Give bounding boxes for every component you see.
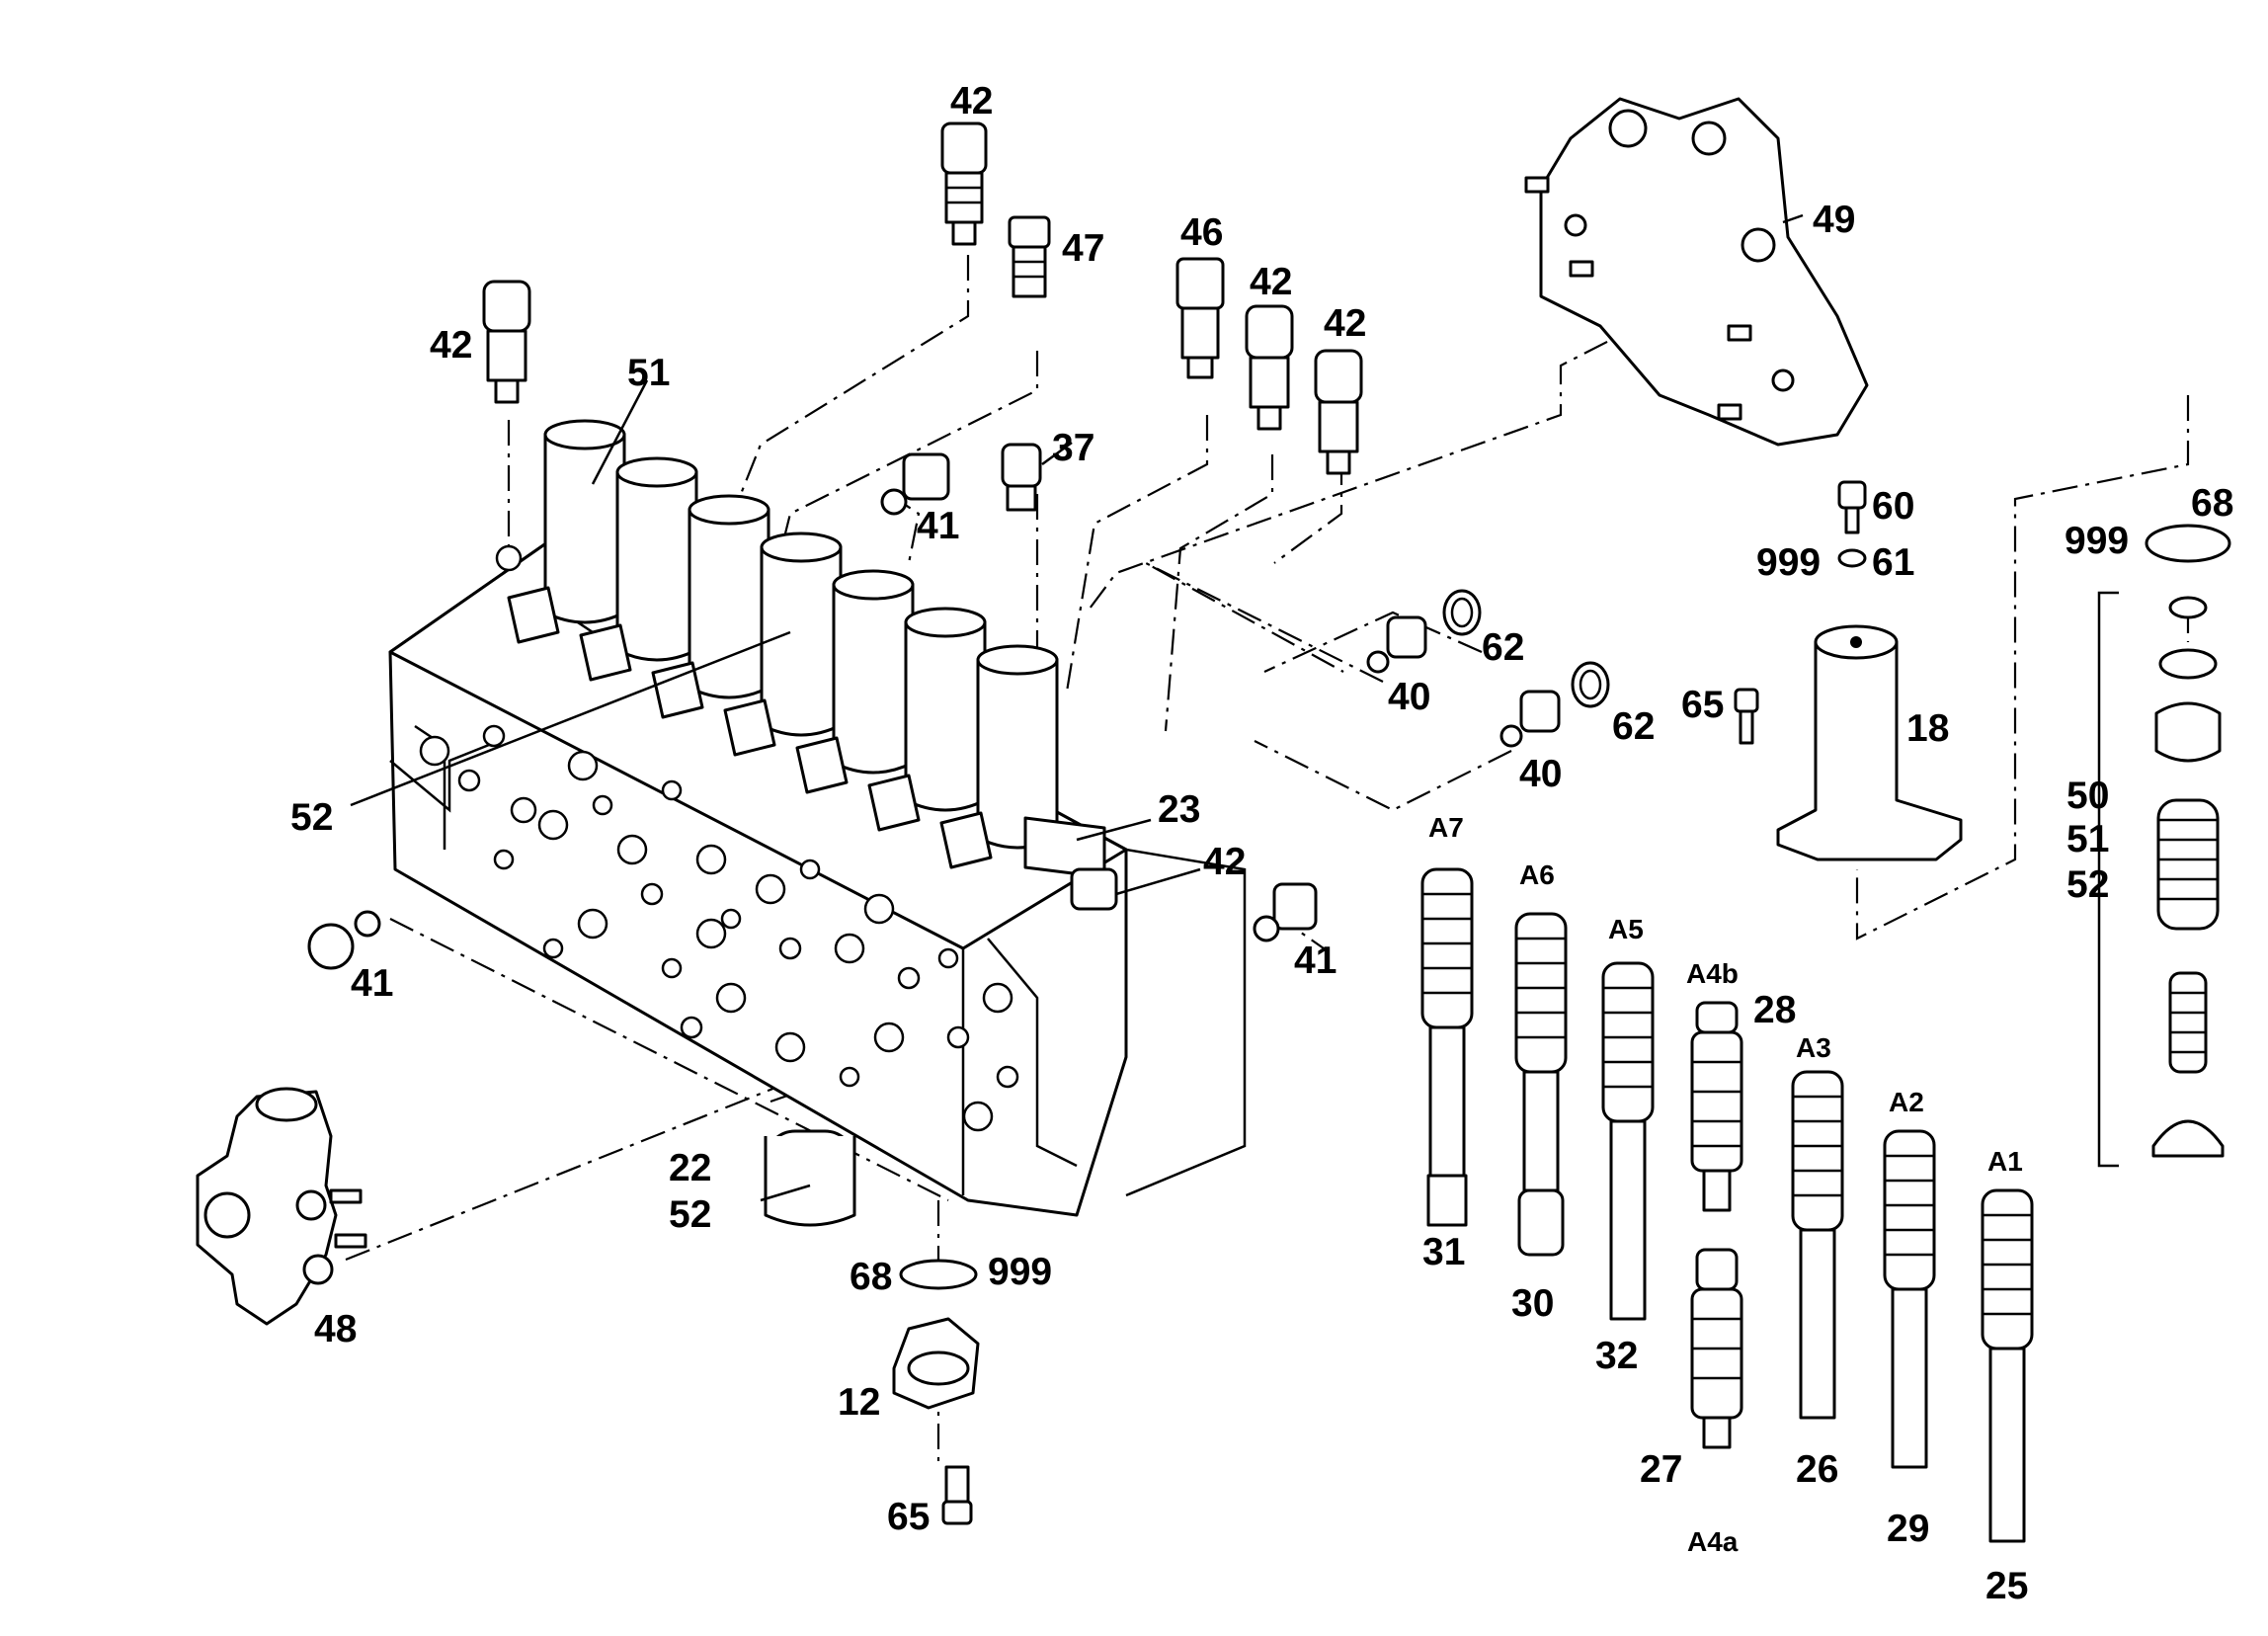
callout-27: 27 bbox=[1640, 1448, 1682, 1491]
callout-46: 46 bbox=[1180, 211, 1223, 254]
callout-41: 41 bbox=[917, 505, 959, 547]
small-hardware bbox=[1366, 480, 1867, 748]
bottom-cover-12 bbox=[892, 1259, 980, 1525]
spool-a4b bbox=[1690, 1001, 1743, 1212]
callout-999: 999 bbox=[988, 1251, 1052, 1293]
callout-32: 32 bbox=[1595, 1335, 1638, 1377]
solenoid-cylinders bbox=[507, 419, 1106, 879]
callout-31: 31 bbox=[1422, 1231, 1465, 1273]
callout-52: 52 bbox=[290, 796, 333, 839]
spool-a3 bbox=[1791, 1070, 1844, 1420]
spool-label-a6: A6 bbox=[1519, 859, 1555, 890]
callout-40: 40 bbox=[1519, 753, 1562, 795]
callout-65: 65 bbox=[1681, 684, 1724, 726]
callout-68: 68 bbox=[2191, 482, 2233, 525]
callout-68: 68 bbox=[850, 1256, 892, 1298]
cartridge-46 bbox=[1175, 257, 1225, 379]
callout-12: 12 bbox=[838, 1381, 880, 1424]
callout-23: 23 bbox=[1158, 788, 1200, 831]
cartridge-42-c bbox=[1314, 349, 1363, 475]
spool-label-a1: A1 bbox=[1987, 1146, 2023, 1177]
callout-48: 48 bbox=[314, 1308, 357, 1350]
callout-29: 29 bbox=[1887, 1508, 1929, 1550]
spool-a4a bbox=[1690, 1248, 1743, 1449]
spool-a1 bbox=[1981, 1188, 2034, 1543]
seal-stack bbox=[2097, 524, 2231, 1168]
cartridge-42-b bbox=[1245, 304, 1294, 431]
callout-40: 40 bbox=[1388, 676, 1430, 718]
callout-47: 47 bbox=[1062, 227, 1104, 270]
callout-28: 28 bbox=[1753, 989, 1796, 1031]
callout-26: 26 bbox=[1796, 1448, 1838, 1491]
spool-a6 bbox=[1514, 912, 1568, 1257]
plug-42-mid bbox=[1070, 867, 1118, 911]
washer-62-a bbox=[1442, 589, 1482, 636]
plug-40-a bbox=[1366, 615, 1427, 674]
callout-37: 37 bbox=[1052, 427, 1094, 469]
bolt-60 bbox=[1837, 480, 1867, 534]
bolt-65-b bbox=[941, 1465, 973, 1525]
spool-label-a4a: A4a bbox=[1687, 1526, 1739, 1557]
spool-label-a3: A3 bbox=[1796, 1032, 1831, 1063]
face-ports bbox=[419, 724, 1019, 1132]
callout-42: 42 bbox=[1250, 261, 1292, 303]
callout-65: 65 bbox=[887, 1496, 930, 1538]
callout-999: 999 bbox=[1756, 541, 1821, 584]
spool-label-a7: A7 bbox=[1428, 812, 1464, 843]
callout-999: 999 bbox=[2065, 520, 2129, 562]
callout-22: 22 bbox=[669, 1147, 711, 1189]
cartridge-42-top bbox=[940, 122, 988, 246]
callout-60: 60 bbox=[1872, 485, 1914, 528]
callout-51: 51 bbox=[2066, 818, 2109, 860]
plug-41-top bbox=[880, 452, 950, 516]
plug-41-left bbox=[307, 910, 381, 970]
cartridge-42-left bbox=[482, 280, 531, 404]
callout-41: 41 bbox=[1294, 940, 1336, 982]
cartridge-valves bbox=[307, 122, 1363, 970]
callout-62: 62 bbox=[1482, 626, 1524, 669]
callout-42: 42 bbox=[950, 80, 993, 123]
spools bbox=[1420, 867, 2034, 1543]
washer-62-b bbox=[1571, 661, 1610, 708]
spool-a7 bbox=[1420, 867, 1474, 1227]
housing-18 bbox=[1776, 624, 1963, 861]
spool-a5 bbox=[1601, 961, 1655, 1321]
callout-52: 52 bbox=[2066, 863, 2109, 906]
bolt-65-a bbox=[1734, 688, 1759, 745]
pump-48 bbox=[196, 1087, 367, 1326]
callout-25: 25 bbox=[1985, 1565, 2028, 1607]
callout-18: 18 bbox=[1906, 707, 1949, 750]
callout-labels: 42 47 46 42 42 42 51 37 41 49 60 999 61 … bbox=[290, 80, 2233, 1607]
plug-40-b bbox=[1499, 690, 1561, 748]
callout-41: 41 bbox=[351, 962, 393, 1005]
cylinder-22 bbox=[764, 1136, 856, 1227]
spool-label-a5: A5 bbox=[1608, 914, 1644, 944]
leader-lines bbox=[350, 213, 1899, 1202]
callout-49: 49 bbox=[1813, 199, 1855, 241]
callout-42: 42 bbox=[1203, 841, 1246, 883]
callout-62: 62 bbox=[1612, 705, 1655, 748]
spool-a2 bbox=[1883, 1129, 1936, 1469]
plug-41-right bbox=[1253, 882, 1318, 942]
callout-50: 50 bbox=[2066, 775, 2109, 817]
cartridge-47 bbox=[1008, 215, 1051, 298]
cover-plate-49 bbox=[1524, 97, 1869, 447]
cartridge-37 bbox=[1001, 443, 1042, 512]
spool-grooves bbox=[1422, 892, 2032, 1380]
callout-61: 61 bbox=[1872, 541, 1914, 584]
spool-label-a2: A2 bbox=[1889, 1087, 1924, 1117]
callout-42: 42 bbox=[430, 324, 472, 367]
callout-51: 51 bbox=[627, 352, 670, 394]
callout-52: 52 bbox=[669, 1193, 711, 1236]
callout-30: 30 bbox=[1511, 1282, 1554, 1325]
spool-label-a4b: A4b bbox=[1686, 958, 1739, 989]
callout-42: 42 bbox=[1324, 302, 1366, 345]
